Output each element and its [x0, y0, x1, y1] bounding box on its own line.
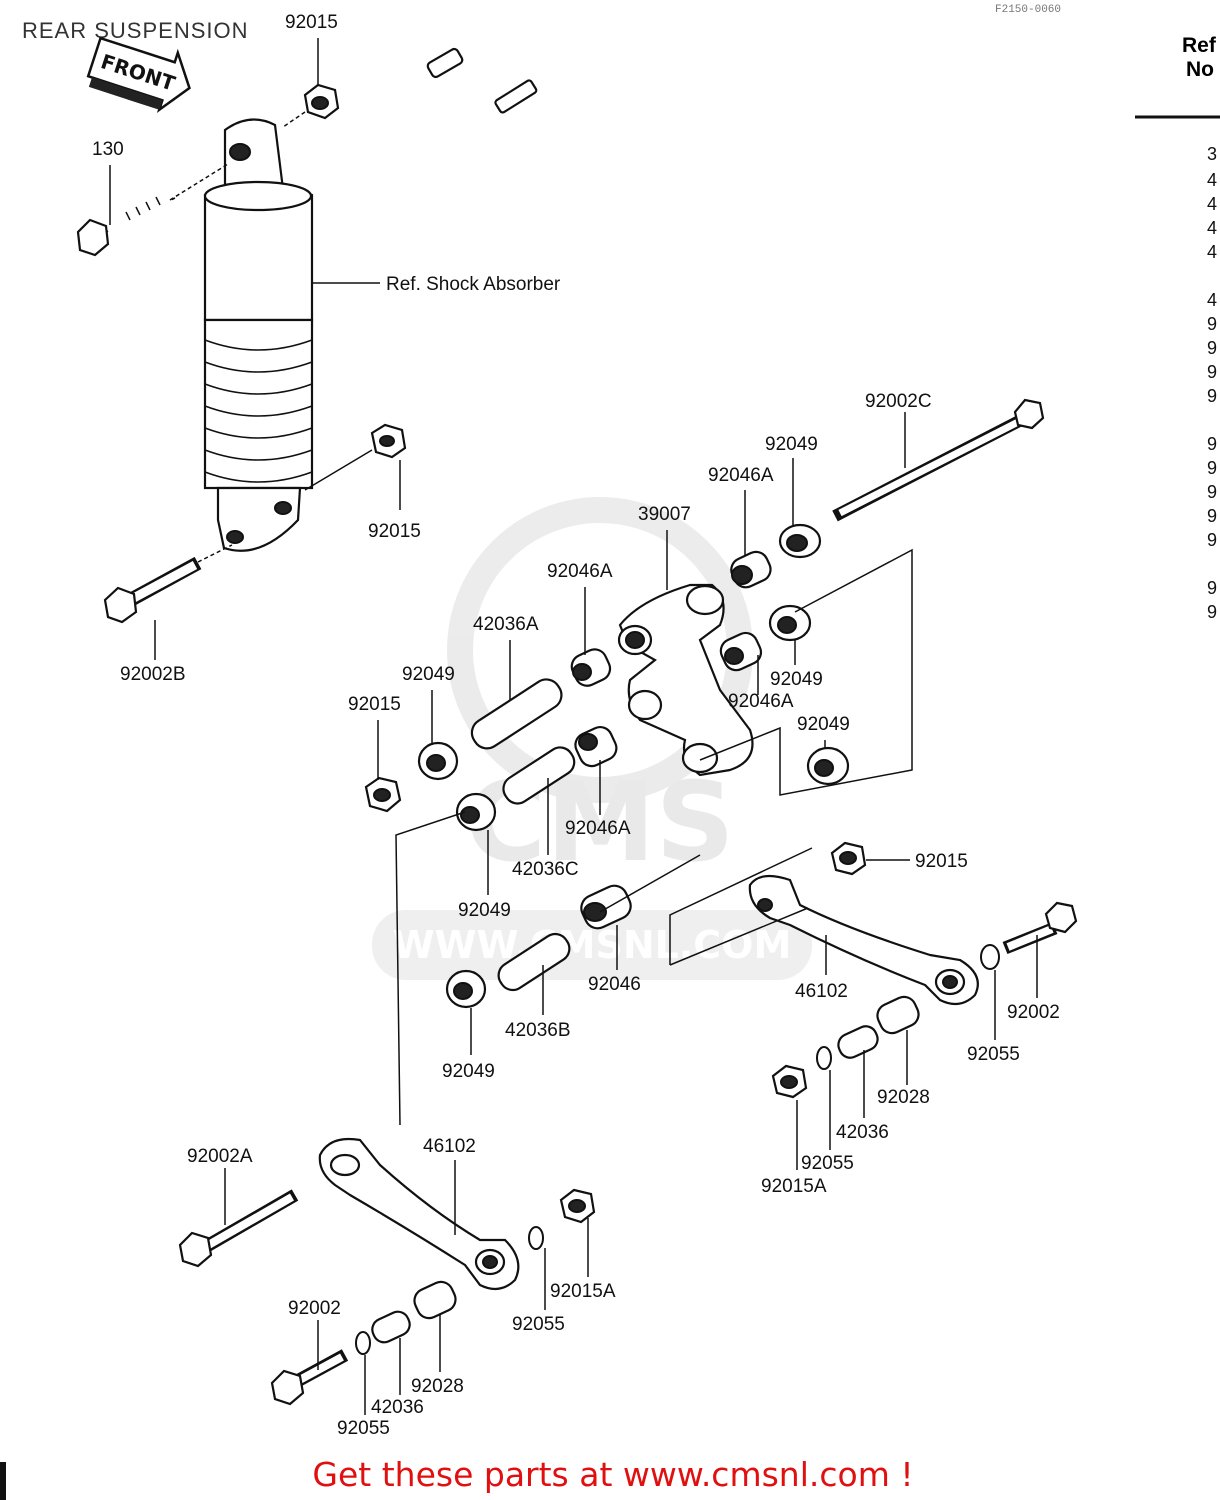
callout-92015A: 92015A [550, 1281, 616, 1302]
rocker-arm-39007 [617, 583, 754, 777]
callout-92002: 92002 [288, 1298, 341, 1319]
callout-92049: 92049 [442, 1061, 495, 1082]
watermark-url: WWW.CMSNL.COM [393, 923, 792, 967]
table-row-ref-number: 9 [1207, 314, 1217, 334]
table-row-ref-number: 4 [1207, 218, 1217, 238]
table-row-ref-number: 9 [1207, 458, 1217, 478]
callout-92049: 92049 [458, 900, 511, 921]
table-header-no: No [1186, 58, 1214, 81]
callout-labels: 92015 130 Ref. Shock Absorber 92015 9200… [92, 12, 1060, 1439]
reference-table: Ref No 3 4 4 4 4 4 9 9 9 9 9 9 9 9 9 9 9 [1135, 34, 1220, 622]
assembly-guides [395, 548, 913, 1126]
tie-rod-46102-right [748, 874, 979, 1006]
callout-92055: 92055 [967, 1044, 1020, 1065]
parts-right-lower [771, 995, 920, 1099]
table-row-ref-number: 9 [1207, 506, 1217, 526]
table-row-ref-number: 9 [1207, 602, 1217, 622]
callout-92002B: 92002B [120, 664, 186, 685]
callout-46102: 46102 [423, 1136, 476, 1157]
callout-92055: 92055 [512, 1314, 565, 1335]
table-row-ref-number: 9 [1207, 386, 1217, 406]
callout-46102: 46102 [795, 981, 848, 1002]
bolt-92002A [178, 1189, 299, 1268]
callout-92046A: 92046A [565, 818, 631, 839]
bolt-92002C [832, 398, 1045, 522]
bearings-and-collars [364, 523, 867, 1009]
bolt-92002-right [980, 901, 1078, 970]
callout-92049: 92049 [765, 434, 818, 455]
table-row-ref-number: 4 [1207, 170, 1217, 190]
table-row-ref-number: 9 [1207, 362, 1217, 382]
callout-92046A: 92046A [728, 691, 794, 712]
shock-absorber [203, 47, 538, 552]
callout-92015: 92015 [285, 12, 338, 33]
nut-92015-top [282, 83, 340, 128]
callout-92002A: 92002A [187, 1146, 253, 1167]
callout-92002: 92002 [1007, 1002, 1060, 1023]
promo-banner[interactable]: Get these parts at www.cmsnl.com ! [312, 1455, 913, 1494]
callout-92015: 92015 [368, 521, 421, 542]
callout-42036C: 42036C [512, 859, 579, 880]
table-row-ref-number: 3 [1207, 144, 1217, 164]
callout-92055: 92055 [801, 1153, 854, 1174]
bolt-92002B [103, 544, 233, 624]
table-row-ref-number: 4 [1207, 242, 1217, 262]
callout-92046A: 92046A [708, 465, 774, 486]
callout-92015: 92015 [915, 851, 968, 872]
bolt-130 [76, 163, 229, 257]
callout-92028: 92028 [411, 1376, 464, 1397]
callout-42036A: 42036A [473, 614, 539, 635]
callout-92046: 92046 [588, 974, 641, 995]
table-row-ref-number: 9 [1207, 578, 1217, 598]
callout-92049: 92049 [797, 714, 850, 735]
table-row-ref-number: 4 [1207, 194, 1217, 214]
callout-92015: 92015 [348, 694, 401, 715]
figure-code: F2150-0060 [995, 4, 1061, 16]
table-row-ref-number: 9 [1207, 530, 1217, 550]
left-edge-mark [0, 1462, 6, 1500]
callout-92002C: 92002C [865, 391, 932, 412]
table-row-ref-number: 4 [1207, 290, 1217, 310]
callout-42036: 42036 [836, 1122, 889, 1143]
callout-130: 130 [92, 139, 124, 160]
table-row-ref-number: 9 [1207, 482, 1217, 502]
diagram-title: REAR SUSPENSION [22, 18, 249, 43]
callout-39007: 39007 [638, 504, 691, 525]
callout-92015A: 92015A [761, 1176, 827, 1197]
nut-92015-mid [304, 423, 407, 491]
table-row-ref-number: 9 [1207, 338, 1217, 358]
callout-92049: 92049 [402, 664, 455, 685]
table-row-ref-number: 9 [1207, 434, 1217, 454]
callout-42036B: 42036B [505, 1020, 571, 1041]
tie-rod-46102-left [318, 1137, 520, 1291]
leader-lines [109, 38, 1038, 1415]
ref-shock-absorber-label: Ref. Shock Absorber [386, 274, 561, 295]
callout-42036: 42036 [371, 1397, 424, 1418]
table-header-ref: Ref [1182, 34, 1217, 57]
watermark-url-band [372, 910, 812, 980]
callout-92046A: 92046A [547, 561, 613, 582]
callout-92028: 92028 [877, 1087, 930, 1108]
front-arrow-icon: FRONT [86, 36, 191, 114]
callout-92055: 92055 [337, 1418, 390, 1439]
callout-92049: 92049 [770, 669, 823, 690]
